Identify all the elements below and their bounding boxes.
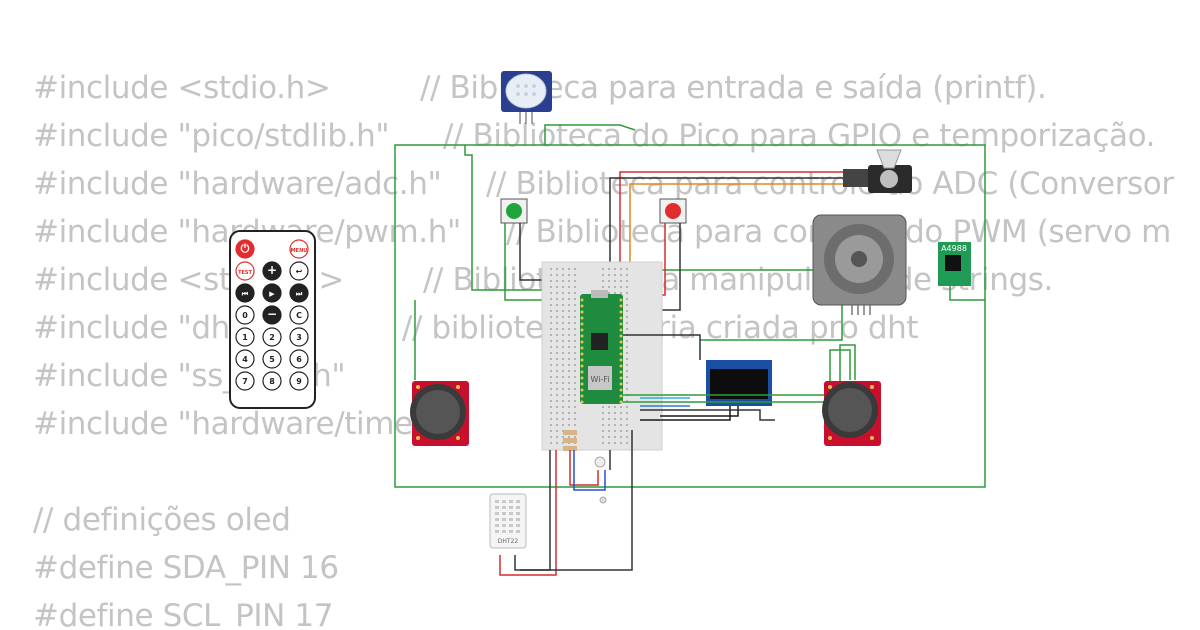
remote-button-label: TEST bbox=[238, 270, 252, 276]
remote-button-label: 5 bbox=[269, 355, 275, 364]
remote-button-label: 7 bbox=[242, 377, 248, 386]
remote-button[interactable]: − bbox=[262, 305, 282, 325]
remote-button[interactable]: 7 bbox=[235, 371, 255, 391]
remote-button[interactable]: ↩ bbox=[289, 261, 309, 281]
remote-button[interactable]: 0 bbox=[235, 305, 255, 325]
remote-button[interactable]: TEST bbox=[235, 261, 255, 281]
remote-button-label: 3 bbox=[296, 333, 302, 342]
code-comment: // Biblioteca do Pico para GPIO e tempor… bbox=[443, 118, 1156, 154]
remote-button-label: + bbox=[267, 263, 277, 277]
dht-label: DHT22 bbox=[498, 538, 519, 545]
a4988-driver[interactable]: A4988 bbox=[938, 242, 971, 286]
remote-button-label: ⏮ bbox=[242, 290, 249, 298]
remote-button[interactable]: 4 bbox=[235, 349, 255, 369]
green-push-button[interactable] bbox=[500, 198, 528, 224]
remote-button[interactable]: 3 bbox=[289, 327, 309, 347]
code-line: #define SDA_PIN 16 bbox=[33, 550, 339, 586]
remote-button-label: ⏭ bbox=[296, 290, 303, 298]
remote-button-label: 9 bbox=[296, 377, 302, 386]
remote-button[interactable]: ▶ bbox=[262, 283, 282, 303]
dht22-sensor[interactable]: DHT22 bbox=[489, 493, 527, 549]
pico-label: Wi-Fi bbox=[590, 375, 609, 384]
remote-button-label: 0 bbox=[242, 311, 248, 320]
joystick-right[interactable] bbox=[822, 381, 881, 446]
remote-button-label: C bbox=[296, 311, 302, 320]
remote-button[interactable]: ⏭ bbox=[289, 283, 309, 303]
remote-button-label: MENU bbox=[291, 248, 308, 254]
code-line: #define SCL_PIN 17 bbox=[33, 598, 334, 630]
code-comment: // Biblioteca para controle do ADC (Conv… bbox=[486, 166, 1174, 202]
remote-button[interactable]: MENU bbox=[289, 239, 309, 259]
remote-button[interactable]: 9 bbox=[289, 371, 309, 391]
remote-button-label: ▶ bbox=[269, 290, 275, 298]
remote-button-label: ↩ bbox=[296, 267, 303, 276]
remote-button-label: 4 bbox=[242, 355, 248, 364]
resistors bbox=[563, 430, 577, 451]
oled-display[interactable] bbox=[640, 360, 772, 421]
remote-button-label: 8 bbox=[269, 377, 275, 386]
code-comment: // Biblioteca para entrada e saída (prin… bbox=[420, 70, 1047, 106]
code-line: #include "pico/stdlib.h" bbox=[33, 118, 390, 154]
remote-button[interactable]: 2 bbox=[262, 327, 282, 347]
remote-button[interactable]: 5 bbox=[262, 349, 282, 369]
code-line: #include "hardware/adc.h" bbox=[33, 166, 442, 202]
led[interactable] bbox=[594, 456, 607, 504]
remote-button[interactable]: + bbox=[262, 261, 282, 281]
code-line: // definições oled bbox=[33, 502, 291, 538]
remote-button[interactable]: 8 bbox=[262, 371, 282, 391]
code-line: #include "hardware/pwm.h" bbox=[33, 214, 461, 250]
remote-button[interactable]: ⏮ bbox=[235, 283, 255, 303]
remote-button-label: ⏻ bbox=[241, 242, 250, 255]
pir-sensor[interactable] bbox=[501, 71, 552, 124]
remote-button[interactable]: C bbox=[289, 305, 309, 325]
remote-button-label: 2 bbox=[269, 333, 275, 342]
servo-motor[interactable] bbox=[843, 149, 912, 193]
raspberry-pico-w[interactable]: Wi-Fi bbox=[580, 290, 623, 404]
remote-button-label: 1 bbox=[242, 333, 248, 342]
remote-button[interactable]: 1 bbox=[235, 327, 255, 347]
remote-button[interactable]: 6 bbox=[289, 349, 309, 369]
joystick-left[interactable] bbox=[410, 381, 469, 446]
code-line: #include "ss_oled.h" bbox=[33, 358, 346, 394]
remote-button[interactable]: ⏻ bbox=[235, 239, 255, 259]
remote-button-label: − bbox=[267, 307, 277, 321]
driver-label: A4988 bbox=[941, 244, 967, 253]
stepper-motor[interactable] bbox=[812, 214, 907, 315]
red-push-button[interactable] bbox=[659, 198, 687, 224]
ir-remote[interactable]: ⏻ MENU TEST + ↩ ⏮ ▶ ⏭ 0 − C 1 2 3 4 5 6 7 8 9 bbox=[229, 230, 316, 409]
code-line: #include <stdio.h> bbox=[33, 70, 331, 106]
wire-servo bbox=[609, 171, 843, 300]
remote-button-label: 6 bbox=[296, 355, 302, 364]
